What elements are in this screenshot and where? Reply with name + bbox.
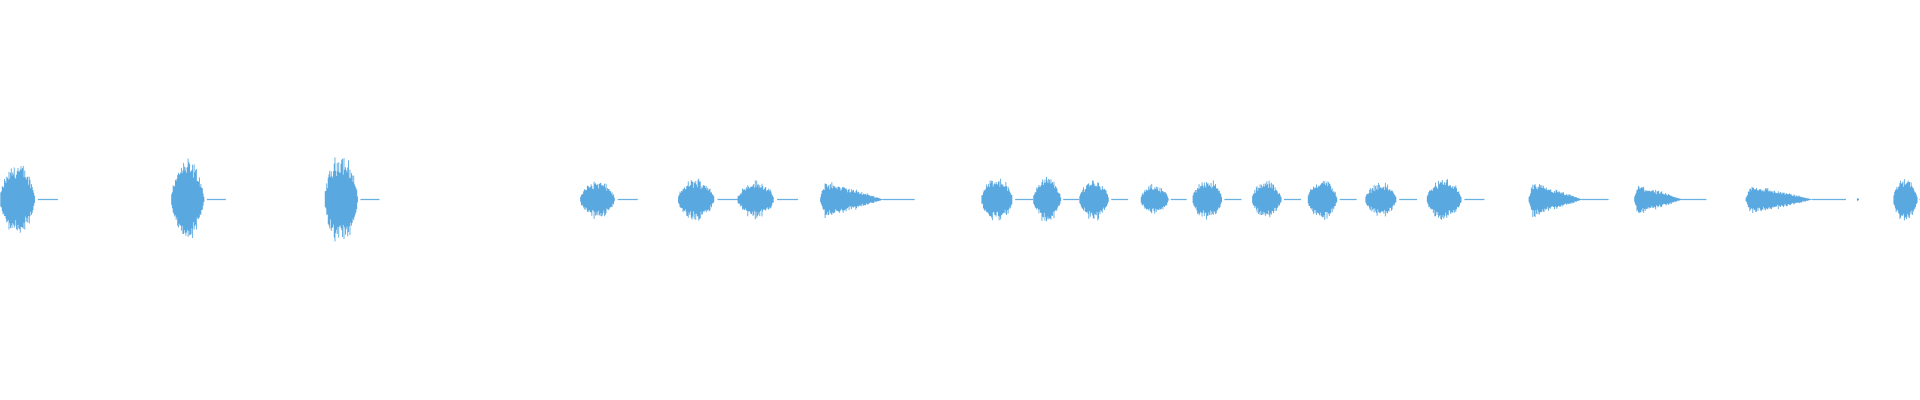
waveform-segment bbox=[1893, 179, 1920, 221]
waveform-segment-trace bbox=[1893, 179, 1920, 221]
waveform-segment-trace bbox=[737, 180, 799, 220]
waveform-segment bbox=[820, 182, 915, 218]
waveform-segment bbox=[1634, 185, 1707, 214]
waveform-segment-trace bbox=[1365, 182, 1418, 217]
waveform-segment-trace bbox=[1252, 180, 1301, 218]
waveform-segment bbox=[1140, 183, 1187, 214]
waveform-segment-trace bbox=[1033, 176, 1080, 222]
waveform-segment-trace bbox=[1426, 179, 1485, 220]
waveform-segment bbox=[737, 180, 799, 220]
waveform-segment-trace bbox=[171, 158, 226, 238]
waveform-segment bbox=[580, 181, 638, 219]
waveform-segment-trace bbox=[1079, 180, 1129, 221]
waveform-segment bbox=[981, 178, 1034, 221]
waveform-segment bbox=[1745, 186, 1846, 214]
waveform-segment bbox=[0, 166, 58, 233]
waveform-segment-trace bbox=[981, 178, 1034, 221]
waveform-segment bbox=[678, 178, 739, 221]
waveform-segment-trace bbox=[580, 181, 638, 219]
waveform-segment-trace bbox=[1307, 181, 1357, 220]
waveform-segment bbox=[1426, 179, 1485, 220]
waveform-segment-trace bbox=[1192, 180, 1242, 220]
waveform-segment-trace bbox=[1745, 186, 1846, 214]
waveform-segment bbox=[1365, 182, 1418, 217]
waveform-segment bbox=[1856, 198, 1860, 201]
waveform-segment-trace bbox=[1528, 184, 1609, 218]
waveform-segment-trace bbox=[820, 182, 915, 218]
waveform-segment bbox=[1252, 180, 1301, 218]
waveform-segment bbox=[1033, 176, 1080, 222]
waveform-segment-trace bbox=[1856, 198, 1860, 201]
waveform-segment-trace bbox=[1140, 183, 1187, 214]
waveform-segment bbox=[1079, 180, 1129, 221]
waveform-segment bbox=[1307, 181, 1357, 220]
waveform-segment-trace bbox=[1634, 185, 1707, 214]
waveform-segment bbox=[1528, 184, 1609, 218]
waveform-segment-trace bbox=[678, 178, 739, 221]
waveform-segment-trace bbox=[0, 166, 58, 233]
waveform-segment bbox=[324, 157, 380, 242]
waveform-segment-trace bbox=[324, 157, 380, 242]
waveform-segment bbox=[171, 158, 226, 238]
waveform-segment bbox=[1192, 180, 1242, 220]
